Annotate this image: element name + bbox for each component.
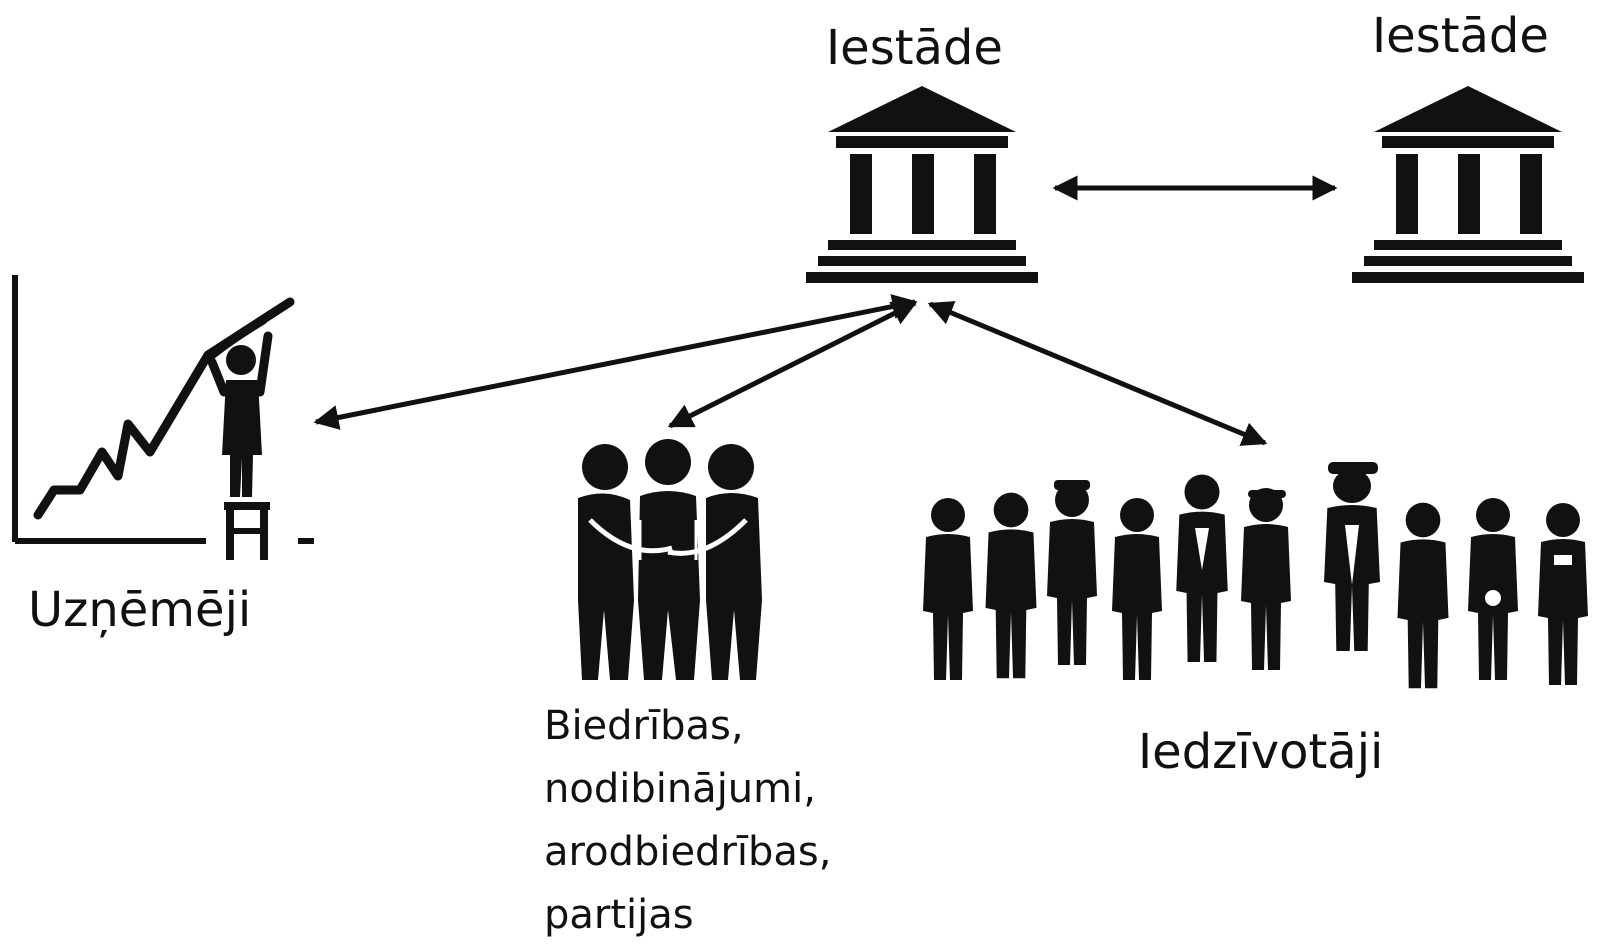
diverse-people-icon [923, 462, 1588, 689]
arrow-institution-to-entrepreneurs [313, 294, 918, 430]
associations-label: Biedrības, nodibinājumi, arodbiedrības, … [544, 695, 904, 947]
associations-label-line: partijas [544, 892, 694, 938]
associations-label-line: Biedrības, [544, 703, 744, 749]
institution-other-label: Iestāde [1372, 8, 1549, 64]
growth-chart-person-icon [12, 275, 314, 560]
institution-main-label: Iestāde [826, 20, 1003, 76]
associations-label-line: arodbiedrības, [544, 829, 832, 875]
arrow-institution-to-residents [927, 301, 1268, 446]
institution-building-icon [806, 86, 1038, 283]
institution-building-icon [1352, 86, 1584, 283]
arrow-institution-to-associations [667, 300, 918, 429]
residents-label: Iedzīvotāji [1138, 724, 1384, 780]
associations-label-line: nodibinājumi, [544, 766, 816, 812]
team-group-icon [578, 439, 762, 680]
entrepreneurs-label: Uzņēmēji [28, 582, 252, 638]
